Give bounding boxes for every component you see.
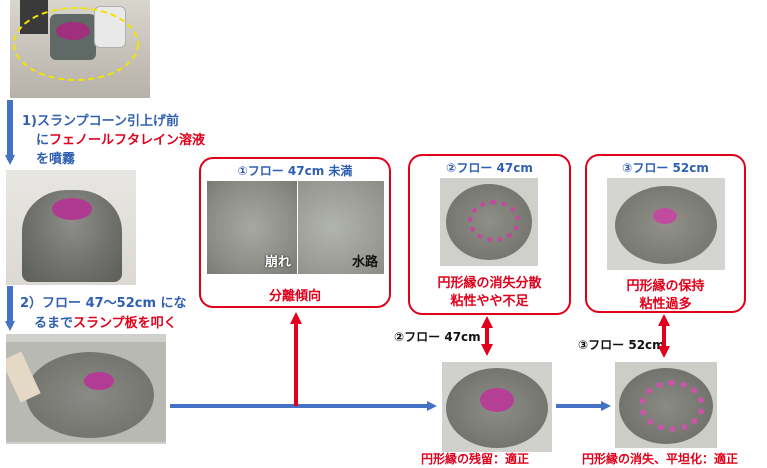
box3-caption-line2: 粘性過多: [639, 297, 692, 312]
step1-line2-prefix: に: [36, 133, 50, 148]
photo-flow-47-top: [440, 178, 538, 266]
result-box-flow-52: ③フロー 52cm 円形縁の保持 粘性過多: [585, 154, 746, 313]
photo-bottom-flow-47: [442, 362, 552, 452]
box2-caption-line2: 粘性やや不足: [450, 294, 529, 309]
step1-line2: にフェノールフタレイン溶液: [36, 129, 205, 148]
photo-concrete-cone: [6, 170, 136, 285]
bottom-caption-right: 円形縁の消失、平坦化：適正: [582, 452, 739, 466]
yellow-dashed-ellipse: [13, 7, 139, 81]
photo-flow-spread-start: [6, 334, 166, 444]
label-collapse: 崩れ: [264, 255, 291, 270]
step2-line1: 2）フロー 47～52cm にな: [20, 296, 187, 311]
step1-line1: 1)スランプコーン引上げ前: [22, 114, 179, 129]
result-box-flow-47: ②フロー 47cm 円形縁の消失分散 粘性やや不足: [408, 154, 571, 315]
photo-collapsed-concrete: 崩れ: [207, 181, 297, 274]
photo-bottom-flow-52: [615, 362, 717, 448]
result-box-flow-under-47: ①フロー 47cm 未満 崩れ 水路 分離傾向: [199, 157, 391, 308]
bottom-flow-52-label: ③フロー 52cm: [578, 338, 665, 352]
box1-title: ①フロー 47cm 未満: [237, 164, 353, 178]
bottom-caption-left: 円形縁の残留：適正: [421, 452, 530, 466]
photo-slump-cone-spraying: [10, 0, 150, 98]
box3-caption-line1: 円形縁の保持: [626, 279, 705, 294]
label-water-channel: 水路: [351, 255, 378, 270]
box2-caption-line1: 円形縁の消失分散: [437, 276, 542, 291]
box1-caption: 分離傾向: [268, 289, 321, 304]
step2-line2: るまでスランプ板を叩く: [34, 312, 177, 331]
box3-title: ③フロー 52cm: [622, 161, 709, 175]
step2-line2-red: スランプ板を叩く: [73, 316, 177, 331]
photo-flow-52-top: [607, 178, 725, 270]
step1-line2-red: フェノールフタレイン溶液: [49, 133, 206, 148]
step2-line2-blue: るまで: [34, 316, 74, 331]
bottom-flow-47-label: ②フロー 47cm: [394, 330, 481, 344]
box2-title: ②フロー 47cm: [446, 161, 533, 175]
photo-water-channel: 水路: [298, 181, 384, 274]
step1-line3: を噴霧: [36, 152, 76, 167]
